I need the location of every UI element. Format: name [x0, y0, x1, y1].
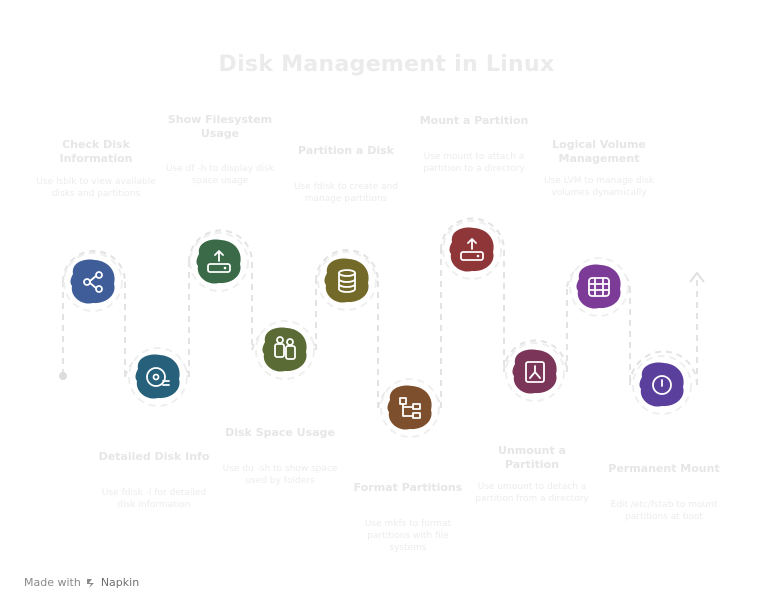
database-icon [338, 269, 356, 293]
step-description-8: Use umount to detach a partition from a … [475, 482, 589, 504]
step-description-1: Use lsblk to view available disks and pa… [36, 177, 156, 199]
hierarchy-icon [399, 397, 421, 419]
image-frame-icon [525, 361, 545, 383]
step-node-8 [505, 342, 565, 402]
step-description-10: Edit /etc/fstab to mount partitions at b… [610, 500, 718, 522]
step-title-3: Show Filesystem Usage [167, 113, 273, 140]
step-title-6: Format Partitions [353, 481, 463, 494]
step-node-10 [632, 355, 692, 415]
step-description-6: Use mkfs to format partitions with file … [364, 519, 452, 553]
napkin-logo-icon [86, 578, 94, 588]
server-rack-icon [588, 277, 610, 297]
step-description-5: Use fdisk to create and manage partition… [293, 182, 399, 204]
disk-upload-icon [207, 250, 231, 273]
page-title: Disk Management in Linux [218, 52, 555, 77]
step-title-8: Unmount a Partition [498, 444, 566, 471]
folders-icon [274, 336, 296, 360]
step-node-7 [442, 220, 502, 280]
step-title-7: Mount a Partition [419, 114, 529, 127]
step-title-4: Disk Space Usage [225, 426, 335, 439]
share-nodes-icon [83, 271, 103, 293]
end-arrow-icon [689, 271, 705, 283]
made-with-label: Made with [24, 576, 81, 589]
step-title-2: Detailed Disk Info [98, 450, 210, 463]
step-node-5 [317, 251, 377, 311]
disk-drive-icon [146, 367, 170, 387]
step-title-1: Check Disk Information [59, 138, 133, 165]
mount-drive-icon [460, 238, 484, 261]
step-node-1 [63, 252, 123, 312]
step-description-2: Use fdisk -l for detailed disk informati… [101, 488, 207, 510]
step-node-2 [128, 347, 188, 407]
step-title-9: Logical Volume Management [552, 138, 646, 165]
step-description-7: Use mount to attach a partition to a dir… [423, 152, 525, 174]
step-title-5: Partition a Disk [298, 144, 394, 157]
napkin-brand: Napkin [100, 576, 140, 589]
step-description-3: Use df -h to display disk space usage [165, 164, 275, 186]
footer-brand: Made with Napkin [24, 576, 139, 589]
step-description-9: Use LVM to manage disk volumes dynamical… [543, 176, 655, 198]
power-icon [652, 375, 672, 395]
step-description-4: Use du -sh to show space used by folders [222, 464, 338, 486]
start-dot [59, 372, 67, 380]
step-title-10: Permanent Mount [608, 462, 720, 475]
step-node-6 [380, 378, 440, 438]
step-node-9 [569, 257, 629, 317]
step-node-3 [189, 232, 249, 292]
step-node-4 [255, 320, 315, 380]
